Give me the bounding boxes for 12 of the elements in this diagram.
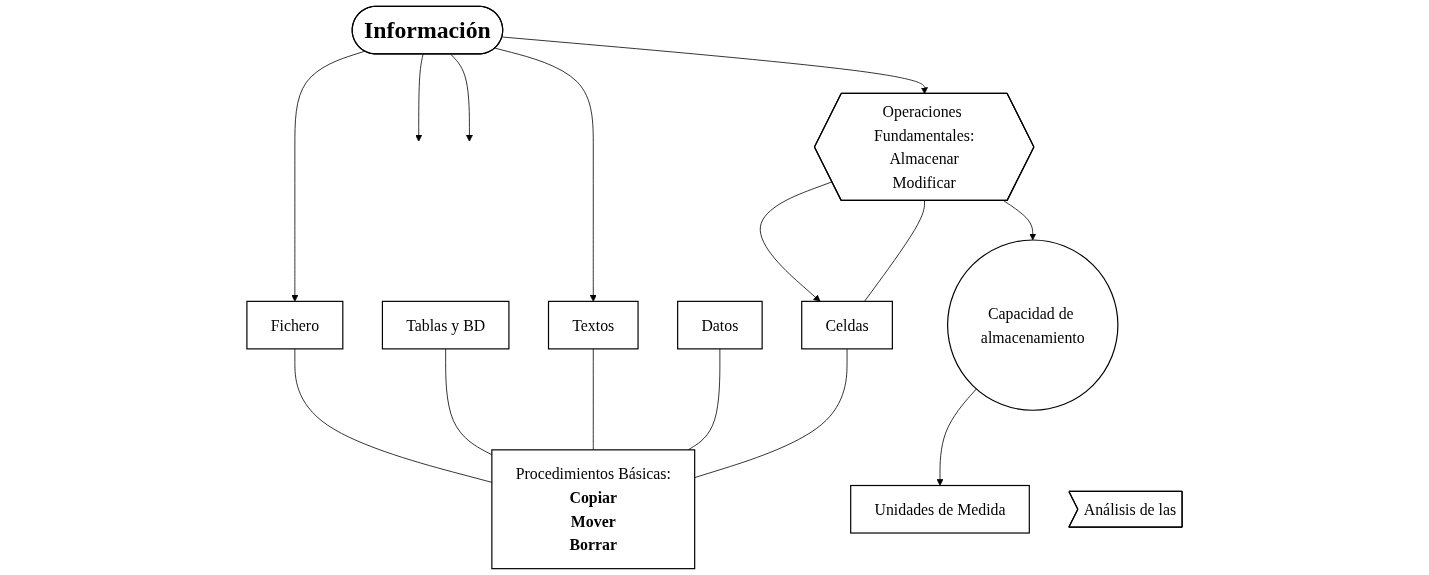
node-box: Procedimientos Básicas: Copiar Mover Borrar — [491, 449, 696, 570]
node-box: Textos — [547, 300, 639, 350]
connector — [592, 348, 594, 451]
connector — [687, 348, 721, 451]
node-box: Datos — [677, 300, 763, 350]
node-box: Unidades de Medida — [850, 484, 1030, 534]
connector — [694, 348, 848, 478]
node-box: Fichero — [246, 300, 344, 350]
node-circle: Capacidad de almacenamiento — [947, 239, 1119, 411]
connector — [864, 200, 925, 302]
node-box: Tablas y BD — [381, 300, 510, 350]
node-box: Celdas — [801, 300, 893, 350]
